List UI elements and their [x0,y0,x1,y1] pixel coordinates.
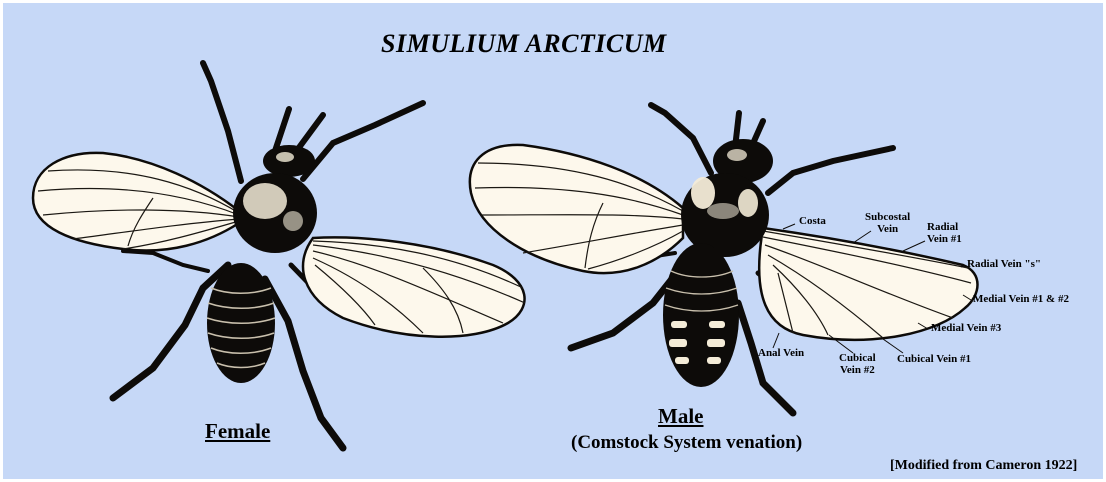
male-subtitle: (Comstock System venation) [571,433,802,452]
vein-label-cubical-1: Cubical Vein #1 [897,354,971,366]
illustration-plate: SIMULIUM ARCTICUM Female Male (Comstock … [3,3,1103,479]
female-left-wing [33,153,239,251]
vein-label-medial-3: Medial Vein #3 [931,323,1001,335]
vein-label-costa-text: Costa [799,216,826,228]
vein-label-subcostal-line1: Subcostal [865,212,910,224]
vein-label-medial-3-text: Medial Vein #3 [931,323,1001,335]
vein-label-medial-1-2-text: Medial Vein #1 & #2 [973,294,1069,306]
vein-label-medial-1-2: Medial Vein #1 & #2 [973,294,1069,306]
vein-label-radial-1: Radial Vein #1 [927,222,962,245]
vein-label-anal-text: Anal Vein [758,348,804,360]
vein-label-cubical-1-text: Cubical Vein #1 [897,354,971,366]
vein-label-subcostal-line2: Vein [865,224,910,236]
vein-label-cubical-2-line2: Vein #2 [839,365,876,377]
vein-label-radial-s-text: Radial Vein "s" [967,259,1041,271]
male-fly [470,105,978,413]
female-fly [33,63,525,448]
credit-note: [Modified from Cameron 1922] [890,459,1077,473]
vein-label-radial-1-line2: Vein #1 [927,234,962,246]
male-left-wing [470,145,683,273]
vein-label-radial-1-line1: Radial [927,222,962,234]
male-abdomen [663,243,739,387]
male-label: Male [658,406,703,427]
vein-label-cubical-2: Cubical Vein #2 [839,353,876,376]
vein-label-anal: Anal Vein [758,348,804,360]
female-label: Female [205,421,270,442]
vein-label-subcostal: Subcostal Vein [865,212,910,235]
male-abdomen-band [671,321,687,328]
figure-title: SIMULIUM ARCTICUM [381,31,667,57]
vein-label-costa: Costa [799,216,826,228]
vein-label-cubical-2-line1: Cubical [839,353,876,365]
vein-label-radial-s: Radial Vein "s" [967,259,1041,271]
